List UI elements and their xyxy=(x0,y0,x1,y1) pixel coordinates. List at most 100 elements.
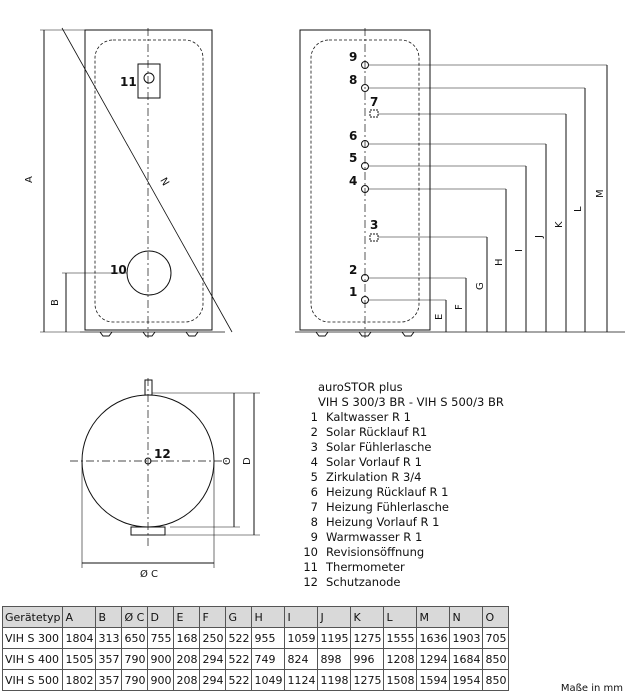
port-label-3: 3 xyxy=(370,218,378,232)
port-label-4: 4 xyxy=(349,174,357,188)
table-cell: 850 xyxy=(482,669,510,691)
table-cell: 208 xyxy=(173,648,201,670)
table-cell: 522 xyxy=(225,627,253,649)
dim-label-o: O xyxy=(222,457,233,465)
port-label-2: 2 xyxy=(349,263,357,277)
top-pipe-stub xyxy=(144,379,153,396)
table-cell: 1505 xyxy=(62,648,97,670)
table-cell: VIH S 400 xyxy=(1,648,64,670)
table-cell: 1059 xyxy=(284,627,319,649)
table-cell: 900 xyxy=(147,648,175,670)
table-cell: 1275 xyxy=(350,669,385,691)
legend-item-number: 10 xyxy=(303,545,318,559)
table-cell: 790 xyxy=(121,669,149,691)
legend-item: 12 Schutzanode xyxy=(296,575,504,590)
table-header-cell: E xyxy=(173,606,201,628)
table-cell: 898 xyxy=(317,648,352,670)
table-cell: 1804 xyxy=(62,627,97,649)
legend: auroSTOR plus VIH S 300/3 BR - VIH S 500… xyxy=(296,380,504,590)
port-3-sensor xyxy=(369,233,379,242)
anode-icon xyxy=(144,457,152,465)
table-cell: 790 xyxy=(121,648,149,670)
table-cell: 208 xyxy=(173,669,201,691)
table-cell: VIH S 300 xyxy=(1,627,64,649)
table-cell: 1555 xyxy=(383,627,418,649)
table-cell: 1198 xyxy=(317,669,352,691)
legend-item-number: 7 xyxy=(310,500,318,514)
front-foot-right xyxy=(185,331,199,337)
dim-label-d: D xyxy=(242,457,253,465)
legend-item-label: Zirkulation R 3/4 xyxy=(326,470,422,484)
table-cell: 357 xyxy=(95,648,123,670)
dim-label-m: M xyxy=(595,189,606,198)
legend-item-number: 9 xyxy=(310,530,318,544)
table-cell: 955 xyxy=(251,627,286,649)
legend-item-label: Revisionsöffnung xyxy=(326,545,425,559)
legend-item-label: Heizung Fühlerlasche xyxy=(326,500,449,514)
front-label-thermometer: 11 xyxy=(120,75,137,89)
legend-item: 10 Revisionsöffnung xyxy=(296,545,504,560)
legend-item-number: 12 xyxy=(303,575,318,589)
front-inner-outline xyxy=(94,39,204,323)
table-cell: 1594 xyxy=(416,669,451,691)
top-view xyxy=(70,378,260,568)
legend-item-label: Schutzanode xyxy=(326,575,401,589)
table-cell: 168 xyxy=(173,627,201,649)
dim-label-k: K xyxy=(554,221,565,228)
legend-item: 9 Warmwasser R 1 xyxy=(296,530,504,545)
legend-item-number: 6 xyxy=(310,485,318,499)
table-cell: 250 xyxy=(199,627,227,649)
inspection-opening xyxy=(126,250,172,296)
legend-item-number: 1 xyxy=(310,410,318,424)
table-cell: 850 xyxy=(482,648,510,670)
dim-label-c: Ø C xyxy=(140,568,158,580)
table-header-cell: Gerätetyp xyxy=(1,606,64,628)
technical-drawing: A B N 11 10 xyxy=(24,27,625,580)
legend-item-label: Solar Rücklauf R1 xyxy=(326,425,428,439)
front-foot-mid xyxy=(142,331,156,337)
legend-item-label: Heizung Vorlauf R 1 xyxy=(326,515,440,529)
legend-item-number: 3 xyxy=(310,440,318,454)
dim-label-f: F xyxy=(454,304,465,310)
table-cell: 1275 xyxy=(350,627,385,649)
side-dim-labels: E F G H I J K L M xyxy=(434,189,606,320)
table-cell: 650 xyxy=(121,627,149,649)
legend-title-2: VIH S 300/3 BR - VIH S 500/3 BR xyxy=(318,395,504,409)
table-header-cell: K xyxy=(350,606,385,628)
table-header-cell: A xyxy=(62,606,97,628)
table-cell: 294 xyxy=(199,648,227,670)
dim-label-g: G xyxy=(475,282,486,290)
thermometer-icon xyxy=(143,72,155,84)
table-cell: 1954 xyxy=(449,669,484,691)
table-cell: 1124 xyxy=(284,669,319,691)
side-view xyxy=(295,28,625,338)
legend-item-label: Warmwasser R 1 xyxy=(326,530,423,544)
legend-item-number: 11 xyxy=(303,560,318,574)
unit-note: Maße in mm xyxy=(560,683,623,694)
table-cell: 705 xyxy=(482,627,510,649)
table-header-cell: N xyxy=(449,606,484,628)
table-cell: 522 xyxy=(225,669,253,691)
table-cell: 313 xyxy=(95,627,123,649)
port-label-8: 8 xyxy=(349,73,357,87)
dim-label-h: H xyxy=(494,258,505,266)
table-cell: 357 xyxy=(95,669,123,691)
port-label-1: 1 xyxy=(349,285,357,299)
table-cell: 1294 xyxy=(416,648,451,670)
side-port-labels: 9 8 7 6 5 4 3 2 1 xyxy=(349,50,378,299)
table-header-cell: L xyxy=(383,606,418,628)
table-cell: 1802 xyxy=(62,669,97,691)
front-tank-outline xyxy=(84,29,213,331)
front-label-a: A xyxy=(24,176,35,183)
table-cell: 294 xyxy=(199,669,227,691)
table-cell: 824 xyxy=(284,648,319,670)
dim-label-i: I xyxy=(514,249,525,252)
table-header-cell: Ø C xyxy=(121,606,149,628)
